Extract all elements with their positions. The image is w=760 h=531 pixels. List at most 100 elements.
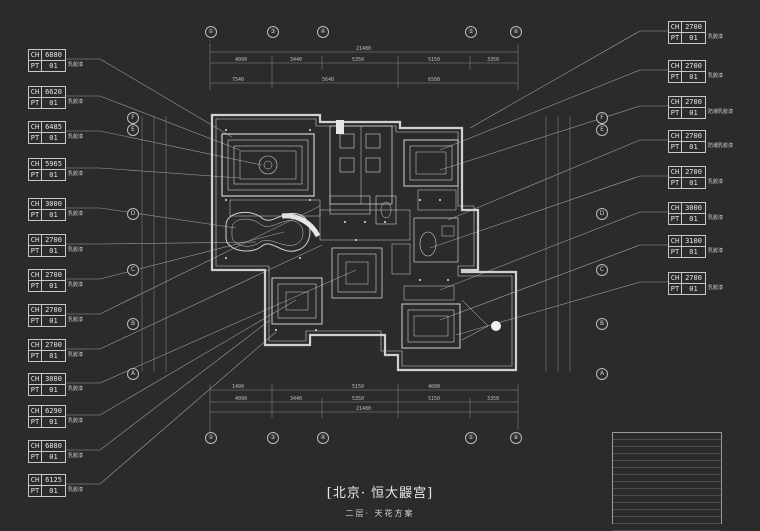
legend-description <box>623 461 699 467</box>
ceiling-height-label: CH <box>29 87 42 97</box>
dimension-text: 5150 <box>428 396 441 402</box>
legend-description <box>623 447 699 453</box>
grid-column-marker-top: ① <box>205 26 217 38</box>
finish-note: 防潮乳胶漆 <box>708 109 734 115</box>
ceiling-height-value: 2700 <box>685 168 702 176</box>
paint-type-value: 01 <box>49 247 58 255</box>
paint-type-label: PT <box>29 316 42 326</box>
finish-note: 乳胶漆 <box>68 352 84 358</box>
legend-symbol <box>613 510 623 516</box>
finish-note: 乳胶漆 <box>68 386 84 392</box>
legend-note <box>699 517 721 523</box>
paint-type-label: PT <box>29 98 42 108</box>
legend-note <box>699 454 721 460</box>
legend-note <box>699 524 721 530</box>
legend-symbol <box>613 489 623 495</box>
finish-note: 乳胶漆 <box>708 73 724 79</box>
paint-type-value: 01 <box>689 215 698 223</box>
ceiling-height-label: CH <box>29 235 42 245</box>
ceiling-height-value: 3000 <box>45 375 62 383</box>
dimension-text: 3440 <box>290 57 303 63</box>
ceiling-height-value: 5965 <box>45 160 62 168</box>
drawing-subtitle: 二层· 天花方案 <box>345 509 415 518</box>
left-leader-line <box>64 130 263 166</box>
ceiling-height-value: 6485 <box>45 123 62 131</box>
ceiling-height-label: CH <box>29 270 42 280</box>
paint-type-value: 01 <box>689 248 698 256</box>
ceiling-height-value: 2700 <box>45 271 62 279</box>
legend-description <box>623 496 699 502</box>
legend-note <box>699 468 721 474</box>
finish-note: 乳胶漆 <box>68 62 84 68</box>
grid-column-marker-bottom: ③ <box>267 432 279 444</box>
legend-row <box>613 433 721 440</box>
paint-type-label: PT <box>29 246 42 256</box>
paint-type-value: 01 <box>689 109 698 117</box>
legend-note <box>699 503 721 509</box>
paint-type-value: 01 <box>49 352 58 360</box>
ceiling-height-label: CH <box>669 167 682 177</box>
dimension-text: 6500 <box>428 77 441 83</box>
legend-description <box>623 440 699 446</box>
right-leader-line <box>447 139 668 221</box>
dimension-text: 5350 <box>352 57 365 63</box>
paint-type-value: 01 <box>49 418 58 426</box>
ceiling-height-value: 2700 <box>45 306 62 314</box>
legend-description <box>623 482 699 488</box>
paint-type-label: PT <box>29 170 42 180</box>
legend-note <box>699 489 721 495</box>
left-leader-line <box>64 58 233 138</box>
paint-type-value: 01 <box>689 285 698 293</box>
ceiling-height-label: CH <box>29 199 42 209</box>
paint-type-value: 01 <box>49 62 58 70</box>
finish-note: 乳胶漆 <box>68 99 84 105</box>
paint-type-label: PT <box>29 452 42 462</box>
right-leader-line <box>469 30 668 129</box>
legend-symbol <box>613 475 623 481</box>
grid-row-marker-left: E <box>127 124 139 136</box>
legend-note <box>699 510 721 516</box>
paint-type-label: PT <box>669 247 682 257</box>
right-leader-line <box>439 105 668 171</box>
legend-row <box>613 475 721 482</box>
left-leader-line <box>64 205 321 315</box>
ceiling-height-label: CH <box>29 159 42 169</box>
grid-column-marker-bottom: ④ <box>317 432 329 444</box>
drawing-title: [北京· 恒大鼹宫] <box>326 486 434 501</box>
ceiling-height-label: CH <box>29 50 42 60</box>
ceiling-height-value: 3100 <box>685 237 702 245</box>
left-leader-line <box>64 269 357 384</box>
right-leader-line <box>439 244 668 321</box>
right-leader-line <box>429 175 668 249</box>
paint-type-value: 01 <box>689 34 698 42</box>
left-leader-line <box>64 299 297 416</box>
grid-column-marker-top: ④ <box>317 26 329 38</box>
legend-table <box>612 432 722 531</box>
ceiling-height-value: 6290 <box>45 407 62 415</box>
dimension-text: 21480 <box>356 46 372 52</box>
finish-note: 乳胶漆 <box>708 34 724 40</box>
finish-note: 乳胶漆 <box>68 211 84 217</box>
legend-symbol <box>613 468 623 474</box>
legend-symbol <box>613 440 623 446</box>
paint-type-label: PT <box>29 210 42 220</box>
legend-description <box>623 503 699 509</box>
ceiling-height-label: CH <box>669 22 682 32</box>
ceiling-height-label: CH <box>669 236 682 246</box>
left-leader-line <box>64 207 237 229</box>
ceiling-height-label: CH <box>29 441 42 451</box>
dimension-text: 1490 <box>232 384 245 390</box>
paint-type-value: 01 <box>689 73 698 81</box>
grid-column-marker-bottom: ⑥ <box>510 432 522 444</box>
grid-column-marker-top: ⑤ <box>465 26 477 38</box>
